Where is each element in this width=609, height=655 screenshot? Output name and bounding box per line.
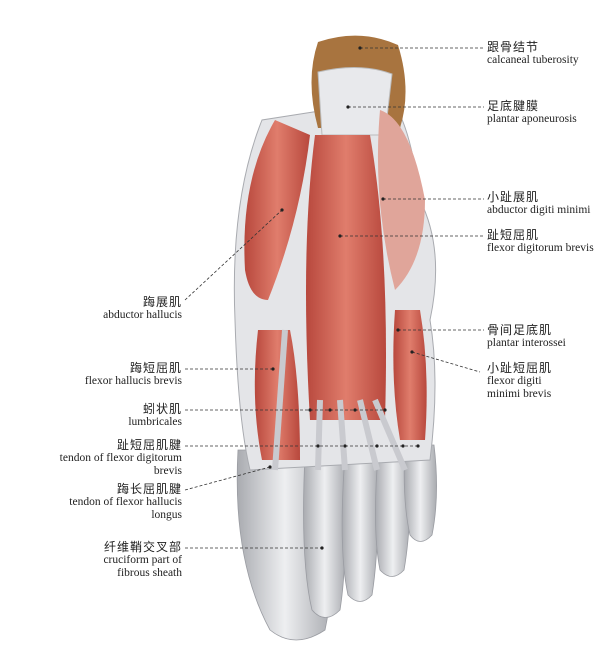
label-en: longus — [151, 509, 182, 521]
label-zh: 骨间足底肌 — [487, 323, 553, 337]
label-zh: 跟骨结节 — [487, 40, 540, 54]
label-en: brevis — [153, 465, 182, 477]
flexor-digitorum-brevis-muscle — [306, 135, 386, 420]
label-zh: 纤维鞘交叉部 — [103, 540, 182, 554]
label-zh: 踇短屈肌 — [129, 361, 182, 375]
little-toe — [403, 444, 437, 542]
label-flexor-digiti-minimi-brevis: 小趾短屈肌 flexor digiti minimi brevis — [487, 362, 552, 401]
label-zh: 趾短屈肌 — [487, 228, 540, 242]
label-en: abductor hallucis — [103, 309, 182, 321]
label-cruciform-part-fibrous-sheath: 纤维鞘交叉部 cruciform part of fibrous sheath — [103, 541, 182, 580]
label-zh: 蚓状肌 — [142, 402, 182, 416]
tendons — [272, 329, 408, 472]
label-calcaneal-tuberosity: 跟骨结节 calcaneal tuberosity — [487, 41, 579, 67]
label-tendon-flexor-digitorum-brevis: 趾短屈肌腱 tendon of flexor digitorum brevis — [60, 439, 182, 478]
label-en: flexor digitorum brevis — [487, 242, 594, 254]
label-en: minimi brevis — [487, 388, 552, 400]
label-flexor-digitorum-brevis: 趾短屈肌 flexor digitorum brevis — [487, 229, 594, 255]
label-en: tendon of flexor hallucis — [69, 496, 182, 508]
label-tendon-flexor-hallucis-longus: 踇长屈肌腱 tendon of flexor hallucis longus — [69, 483, 182, 522]
label-en: flexor hallucis brevis — [84, 375, 182, 387]
label-en: plantar aponeurosis — [487, 113, 577, 125]
label-zh: 趾短屈肌腱 — [116, 438, 182, 452]
label-en: plantar interossei — [487, 337, 566, 349]
label-zh: 小趾短屈肌 — [487, 361, 553, 375]
label-en: lumbricales — [128, 416, 182, 428]
label-zh: 踇长屈肌腱 — [116, 482, 182, 496]
abductor-digiti-minimi-muscle — [377, 110, 425, 290]
label-abductor-digiti-minimi: 小趾展肌 abductor digiti minimi — [487, 191, 591, 217]
label-plantar-aponeurosis: 足底腱膜 plantar aponeurosis — [487, 100, 577, 126]
label-zh: 踇展肌 — [142, 295, 182, 309]
leader-lines — [184, 47, 484, 549]
label-en: calcaneal tuberosity — [487, 54, 579, 66]
toes — [236, 444, 437, 641]
abductor-hallucis-muscle — [244, 120, 310, 300]
label-zh: 小趾展肌 — [487, 190, 540, 204]
label-en: abductor digiti minimi — [487, 204, 591, 216]
label-flexor-hallucis-brevis: 踇短屈肌 flexor hallucis brevis — [85, 362, 182, 388]
label-plantar-interossei: 骨间足底肌 plantar interossei — [487, 324, 566, 350]
second-toe — [303, 454, 347, 618]
label-abductor-hallucis: 踇展肌 abductor hallucis — [103, 296, 182, 322]
interossei-muscle — [393, 310, 427, 440]
label-en: cruciform part of — [103, 554, 182, 566]
label-en: fibrous sheath — [117, 567, 182, 579]
label-en: tendon of flexor digitorum — [59, 452, 182, 464]
label-zh: 足底腱膜 — [487, 99, 540, 113]
third-toe — [341, 454, 379, 602]
label-en: flexor digiti — [487, 375, 542, 387]
leader-dots — [268, 46, 420, 550]
label-lumbricales: 蚓状肌 lumbricales — [128, 403, 182, 429]
